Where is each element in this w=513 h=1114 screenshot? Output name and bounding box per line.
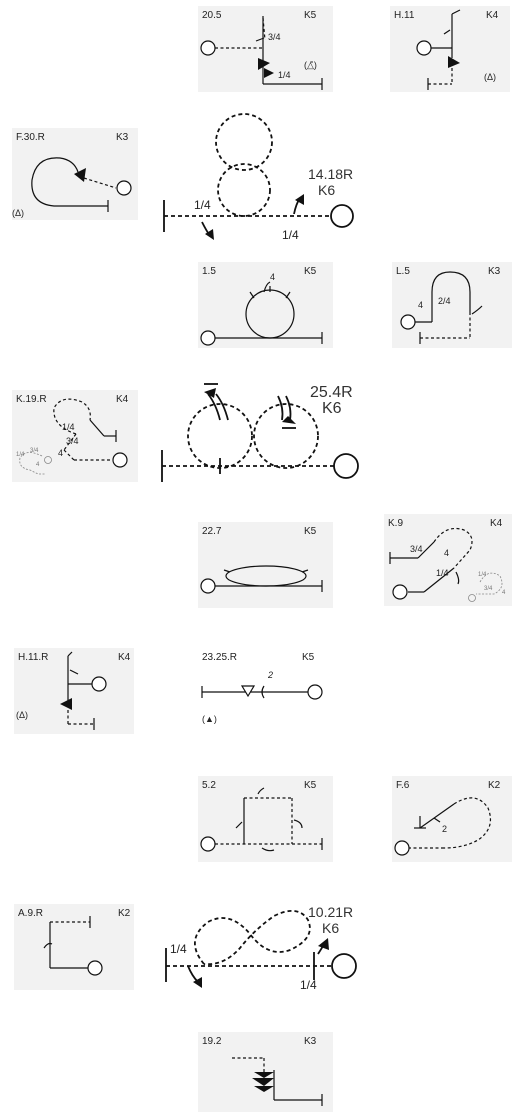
figure-code: 25.4R — [310, 384, 353, 401]
figure-H.11-drawing — [416, 9, 461, 90]
figure-code: K.9 — [388, 518, 404, 529]
figure-level: K3 — [488, 266, 501, 277]
figure-H.11.R-drawing — [60, 651, 107, 730]
figure-F.6-drawing — [394, 797, 491, 856]
figure-code: 14.18R — [308, 166, 354, 182]
figure-code: H.11.R — [18, 652, 49, 663]
figure-mark: 1/4 — [282, 228, 299, 242]
figure-mark: 4 — [418, 300, 424, 310]
figure-A.9.R-drawing — [43, 916, 103, 976]
figure-mark: 4 — [270, 272, 276, 282]
figure-level: K6 — [318, 182, 336, 198]
figure-K.19.R-drawing — [19, 398, 128, 475]
figure-K.19.R: K.19.R K4 1/4 3/4 4 1/4 3/4 4 — [12, 390, 138, 482]
figure-level: K4 — [116, 394, 129, 405]
figure-F.6: F.6 K2 2 — [392, 776, 512, 862]
figure-code: F.6 — [396, 780, 410, 791]
figure-code: L.5 — [396, 266, 410, 277]
figure-14.18R: 14.18R K6 1/4 1/4 — [158, 110, 368, 245]
figure-mark: 1/4 — [436, 568, 449, 578]
figure-code: H.11 — [394, 10, 415, 21]
figure-K.9-drawing — [389, 527, 503, 602]
figure-note: (Δ) — [16, 710, 29, 720]
figure-22.7: 22.7 K5 — [198, 522, 333, 608]
figure-code: 10.21R — [308, 904, 354, 920]
figure-level: K5 — [302, 652, 315, 663]
figure-5.2: 5.2 K5 — [198, 776, 333, 862]
figure-23.25.R: 23.25.R K5 2 (▲) — [198, 648, 333, 734]
figure-note: (Δ) — [484, 72, 497, 82]
figure-F.30.R-drawing — [31, 157, 132, 212]
figure-level: K5 — [304, 526, 317, 537]
figure-mark: 2 — [268, 670, 274, 680]
figure-level: K3 — [116, 132, 129, 143]
figure-code: 1.5 — [202, 266, 216, 277]
figure-mark: 1/4 — [278, 70, 291, 80]
figure-25.4R: 25.4R K6 — [158, 380, 368, 490]
figure-22.7-drawing — [200, 565, 323, 594]
mini-mark: 4 — [36, 462, 40, 468]
figure-14.18R-drawing — [163, 113, 354, 240]
figure-level: K5 — [304, 780, 317, 791]
figure-L.5-drawing — [400, 271, 483, 344]
figure-mark: 1/4 — [194, 198, 211, 212]
mini-mark: 3/4 — [30, 448, 39, 454]
figure-level: K6 — [322, 400, 342, 417]
figure-mark: 3/4 — [268, 32, 281, 42]
figure-code: 22.7 — [202, 526, 222, 537]
figure-F.30.R: F.30.R K3 (Δ) — [12, 128, 138, 220]
figure-level: K5 — [304, 10, 317, 21]
figure-19.2-drawing — [232, 1057, 323, 1106]
figure-level: K3 — [304, 1036, 317, 1047]
mini-mark: 3/4 — [484, 586, 493, 592]
figure-level: K4 — [486, 10, 499, 21]
figure-level: K2 — [118, 908, 131, 919]
figure-code: 20.5 — [202, 10, 222, 21]
figure-note: (▲) — [202, 714, 217, 724]
figure-note: (Δ) — [12, 208, 25, 218]
figure-code: 19.2 — [202, 1036, 222, 1047]
figure-code: A.9.R — [18, 908, 44, 919]
figure-level: K4 — [118, 652, 131, 663]
figure-A.9.R: A.9.R K2 — [14, 904, 134, 990]
figure-level: K4 — [490, 518, 503, 529]
figure-L.5: L.5 K3 4 2/4 — [392, 262, 512, 348]
figure-5.2-drawing — [200, 787, 323, 852]
figure-19.2: 19.2 K3 — [198, 1032, 333, 1112]
figure-K.9: K.9 K4 3/4 4 1/4 1/4 3/4 4 — [384, 514, 512, 606]
figure-level: K2 — [488, 780, 501, 791]
mini-mark: 1/4 — [16, 452, 25, 458]
figure-mark: 4 — [58, 448, 64, 458]
figure-mark: 1/4 — [62, 422, 75, 432]
figure-H.11.R: H.11.R K4 (Δ) — [14, 648, 134, 734]
mini-mark: 1/4 — [478, 572, 487, 578]
figure-mark: 4 — [444, 548, 450, 558]
figure-23.25.R-drawing — [201, 684, 323, 700]
figure-H.11: H.11 K4 (Δ) — [390, 6, 510, 92]
mini-mark: 4 — [502, 590, 506, 596]
figure-mark: 2/4 — [438, 296, 451, 306]
figure-code: F.30.R — [16, 132, 45, 143]
figure-10.21R-drawing — [165, 910, 357, 988]
figure-mark: 1/4 — [300, 978, 317, 992]
figure-10.21R: 10.21R K6 1/4 1/4 — [158, 900, 368, 1015]
figure-20.5-drawing — [200, 16, 323, 90]
figure-note: (△̄) — [304, 60, 317, 70]
figure-mark: 1/4 — [170, 942, 187, 956]
figure-level: K5 — [304, 266, 317, 277]
figure-mark: 3/4 — [410, 544, 423, 554]
figure-level: K6 — [322, 920, 340, 936]
figure-code: K.19.R — [16, 394, 47, 405]
figure-code: 23.25.R — [202, 652, 238, 663]
figure-20.5: 20.5 K5 3/4 1/4 (△̄) — [198, 6, 333, 92]
figure-mark: 3/4 — [66, 436, 79, 446]
figure-1.5-drawing — [200, 281, 323, 346]
figure-1.5: 1.5 K5 4 — [198, 262, 333, 348]
figure-25.4R-drawing — [161, 383, 359, 482]
figure-mark: 2 — [442, 824, 448, 834]
figure-code: 5.2 — [202, 780, 216, 791]
